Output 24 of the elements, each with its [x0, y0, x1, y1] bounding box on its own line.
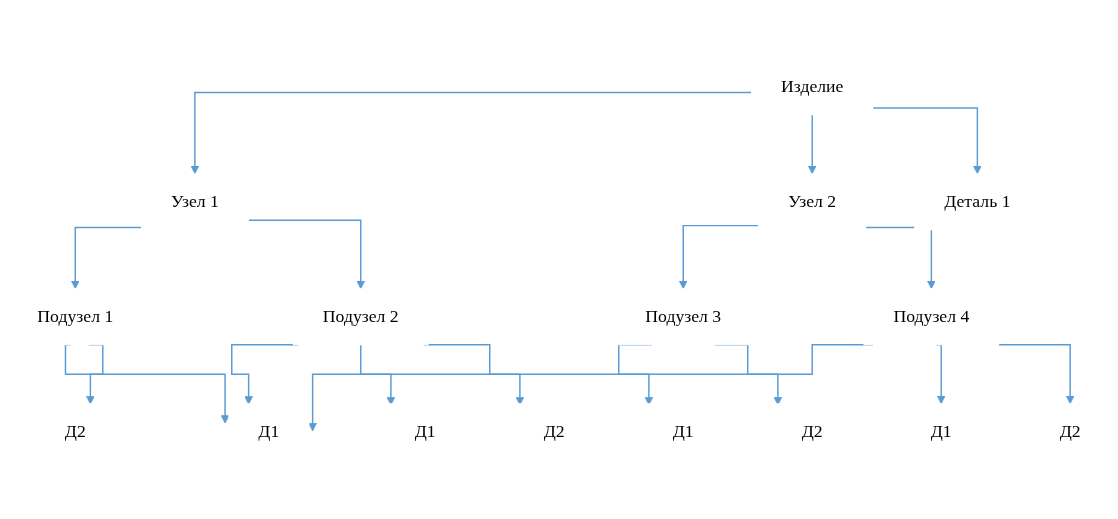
arrow [998, 344, 1075, 405]
node-text: Д2 [801, 421, 823, 442]
arrow [935, 344, 946, 405]
node-text: Подузел 4 [893, 306, 970, 327]
arrow [807, 114, 817, 175]
arrow [247, 219, 366, 290]
node-text: Д2 [1059, 421, 1081, 442]
node-text: Узел 2 [788, 191, 837, 212]
node-text: Д2 [543, 421, 565, 442]
node-text: Д1 [414, 421, 436, 442]
arrow [678, 225, 760, 290]
node-text: Д2 [64, 421, 86, 442]
arrow [190, 92, 753, 175]
arrow [872, 107, 982, 175]
node-text: Д1 [258, 421, 280, 442]
node-text: Узел 1 [170, 191, 219, 212]
node-text: Д1 [930, 421, 952, 442]
node-text: Д1 [672, 421, 694, 442]
node-text: Изделие [781, 76, 844, 97]
arrow [64, 344, 230, 424]
node-text: Подузел 2 [322, 306, 399, 327]
node-text: Подузел 1 [37, 306, 114, 327]
arrow [86, 344, 104, 405]
arrow [70, 226, 143, 290]
